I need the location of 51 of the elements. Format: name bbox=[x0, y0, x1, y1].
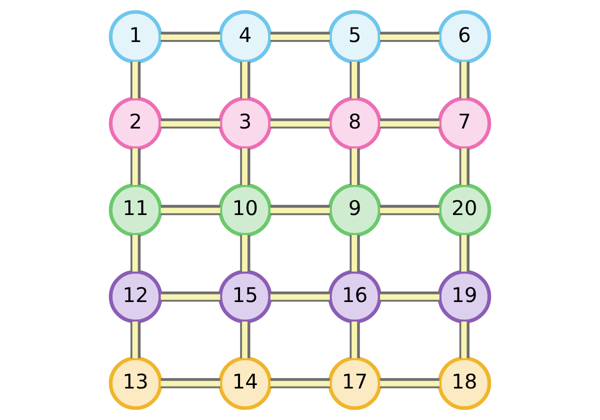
connector bbox=[350, 148, 360, 185]
connector bbox=[240, 322, 250, 358]
node-circle: 15 bbox=[218, 270, 272, 324]
connector bbox=[160, 204, 220, 216]
node-circle: 8 bbox=[328, 96, 382, 150]
connector bbox=[270, 378, 330, 388]
node-circle: 2 bbox=[108, 96, 162, 150]
node-circle: 16 bbox=[328, 270, 382, 324]
connector bbox=[240, 234, 250, 272]
node-circle: 11 bbox=[108, 183, 162, 237]
connector bbox=[270, 204, 330, 216]
node-circle: 20 bbox=[438, 183, 492, 237]
connector bbox=[270, 118, 330, 128]
node-circle: 7 bbox=[438, 96, 492, 150]
connector bbox=[459, 148, 470, 185]
connector bbox=[350, 234, 360, 272]
connector bbox=[240, 62, 250, 98]
connector bbox=[350, 322, 360, 358]
node-circle: 10 bbox=[218, 183, 272, 237]
connector bbox=[270, 292, 330, 302]
connector bbox=[380, 378, 440, 388]
node-circle: 19 bbox=[438, 270, 492, 324]
connector bbox=[240, 148, 250, 185]
connector bbox=[160, 32, 220, 42]
connector bbox=[130, 62, 141, 98]
connector bbox=[130, 234, 141, 272]
node-circle: 4 bbox=[218, 10, 272, 64]
node-circle: 1 bbox=[108, 10, 162, 64]
connector bbox=[160, 292, 220, 302]
connector bbox=[380, 32, 440, 42]
node-circle: 3 bbox=[218, 96, 272, 150]
connector bbox=[380, 204, 440, 216]
connector bbox=[380, 292, 440, 302]
node-circle: 14 bbox=[218, 356, 272, 410]
node-circle: 13 bbox=[108, 356, 162, 410]
node-circle: 17 bbox=[328, 356, 382, 410]
connector bbox=[160, 378, 220, 388]
connector bbox=[459, 234, 470, 272]
connector bbox=[380, 118, 440, 128]
connector bbox=[270, 32, 330, 42]
node-circle: 12 bbox=[108, 270, 162, 324]
node-circle: 5 bbox=[328, 10, 382, 64]
connector bbox=[459, 322, 470, 358]
node-circle: 6 bbox=[438, 10, 492, 64]
connector bbox=[130, 148, 141, 185]
connector bbox=[160, 118, 220, 128]
connector bbox=[350, 62, 360, 98]
node-circle: 9 bbox=[328, 183, 382, 237]
connector bbox=[130, 322, 141, 358]
connector bbox=[459, 62, 470, 98]
node-circle: 18 bbox=[438, 356, 492, 410]
